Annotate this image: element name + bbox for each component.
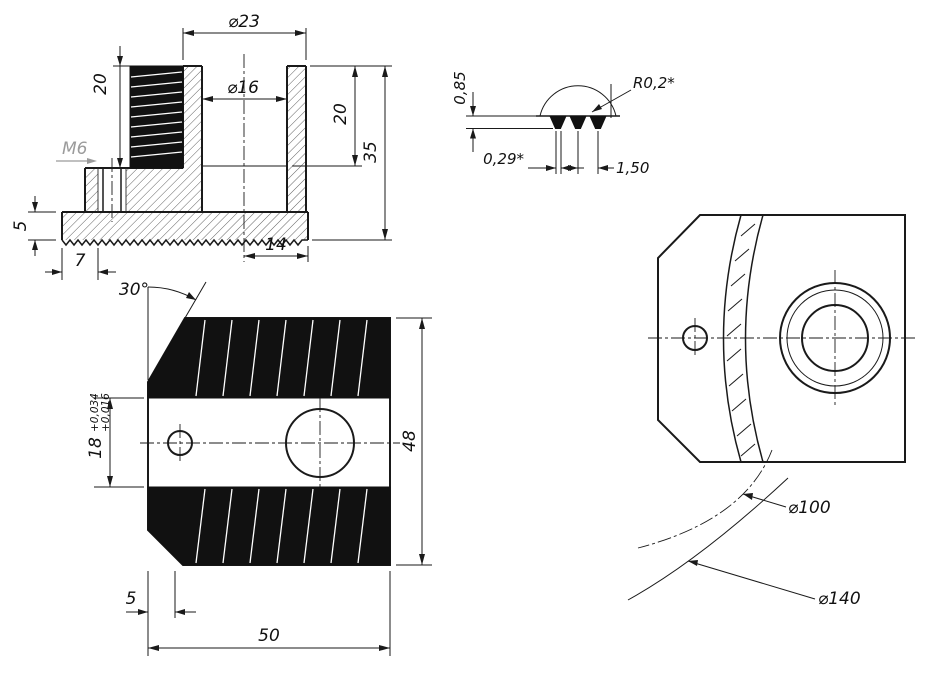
dim-dia23: ⌀23 (182, 12, 307, 60)
dim-dia140-label: ⌀140 (818, 589, 861, 609)
dim-dia23-label: ⌀23 (228, 12, 260, 32)
side-view: ⌀100 ⌀140 (627, 214, 918, 609)
dim-150-label: 1,50 (616, 159, 649, 177)
dim-48-label: 48 (400, 430, 420, 452)
dim-18-tol-upper: +0,034 (89, 393, 101, 432)
dim-14: 14 (244, 235, 309, 262)
tooth-profile (536, 84, 620, 129)
dim-angle30: 30° (119, 280, 207, 380)
knurled-post (129, 65, 184, 169)
dim-dia100-label: ⌀100 (788, 498, 831, 518)
knurl-band-top (147, 317, 391, 399)
dim-50: 50 (147, 571, 391, 656)
dim-angle30-label: 30° (119, 280, 149, 300)
dim-35: 35 (312, 66, 392, 241)
dim-085: 0,85 (451, 71, 553, 152)
dim-7: 7 (45, 248, 116, 280)
dim-5-left-label: 5 (11, 221, 31, 232)
dim-48: 48 (396, 317, 432, 566)
outer-arc-140 (627, 477, 789, 601)
dim-18-label: 18 (86, 437, 106, 459)
dim-dia140: ⌀140 (687, 560, 861, 609)
dim-20-right-label: 20 (331, 103, 351, 125)
dim-18-tol-lower: +0,016 (100, 393, 112, 432)
dim-35-label: 35 (361, 141, 381, 163)
dim-dia16-label: ⌀16 (227, 78, 259, 98)
dim-dia16: ⌀16 (202, 78, 287, 102)
dim-5-plan-label: 5 (126, 589, 137, 609)
dim-r02: R0,2* (591, 74, 675, 113)
dim-r02-label: R0,2* (633, 74, 675, 92)
dim-150: 1,50 (568, 131, 649, 177)
dim-18: 18 +0,034 +0,016 (86, 393, 144, 488)
dim-20-right: 20 (292, 65, 392, 167)
dim-14-label: 14 (265, 235, 287, 255)
plan-view: 30° 18 +0,034 +0,016 48 (86, 280, 432, 656)
dim-20-left-label: 20 (91, 73, 111, 95)
knurl-band-bottom (147, 486, 391, 566)
thread-label: M6 (62, 139, 88, 159)
dim-5-plan: 5 (126, 571, 196, 618)
dim-085-label: 0,85 (451, 71, 469, 104)
section-view: ⌀23 ⌀16 20 M6 (11, 12, 392, 280)
dim-029: 0,29* (483, 131, 584, 174)
thread-callout: M6 (56, 139, 97, 164)
dim-50-label: 50 (258, 626, 280, 646)
curved-knurl-band (722, 214, 764, 463)
detail-view: 0,85 R0,2* 0,29* 1,50 (451, 71, 675, 177)
dim-029-label: 0,29* (483, 150, 524, 168)
thread-hole-m6 (97, 168, 127, 212)
section-hatching (62, 66, 308, 240)
dim-7-label: 7 (75, 251, 86, 271)
dim-20-left: 20 (91, 46, 130, 168)
dim-dia100: ⌀100 (742, 493, 831, 518)
pitch-arc-100 (637, 449, 773, 549)
dim-5-left: 5 (11, 196, 56, 256)
side-outline (657, 214, 906, 463)
